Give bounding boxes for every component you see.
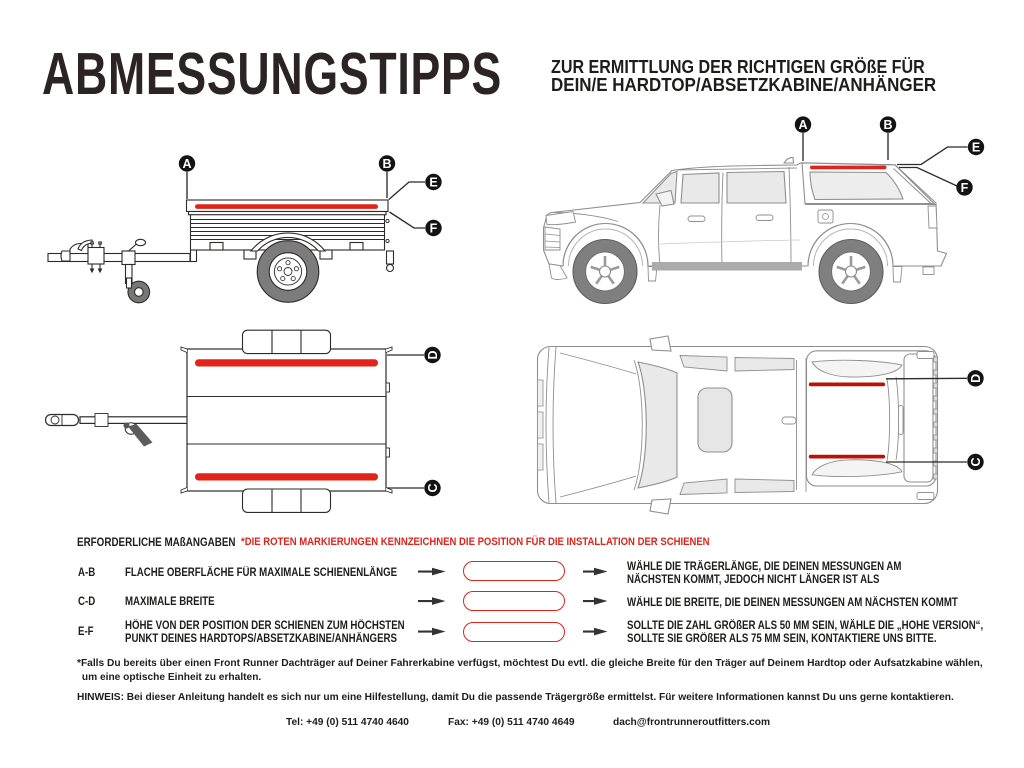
svg-text:A: A [182,157,191,171]
svg-text:B: B [883,118,892,132]
svg-text:F: F [430,222,438,236]
svg-text:D: D [426,350,440,359]
svg-text:C: C [969,457,983,466]
svg-text:A: A [798,118,807,132]
svg-text:E: E [429,176,437,190]
svg-text:F: F [961,181,969,195]
svg-text:B: B [382,157,391,171]
svg-text:D: D [969,374,983,383]
svg-text:C: C [426,483,440,492]
svg-text:E: E [972,141,980,155]
